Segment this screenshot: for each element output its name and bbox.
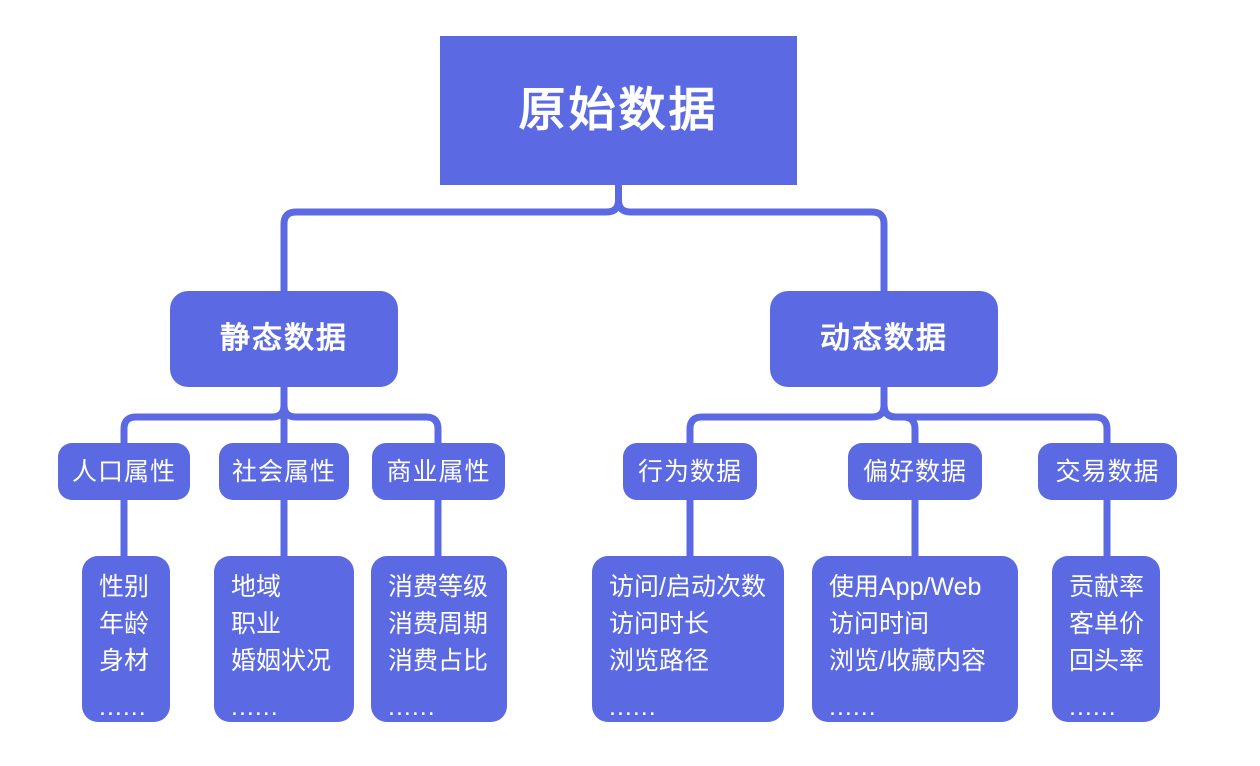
node-social-attributes: 社会属性 bbox=[219, 443, 349, 500]
leaf-item-ellipsis: ...... bbox=[388, 693, 436, 721]
leaf-item: 身材 bbox=[99, 647, 150, 675]
leaf-item: 性别 bbox=[99, 573, 150, 601]
leaf-item: 职业 bbox=[231, 610, 282, 638]
leaf-social-details: 地域 职业 婚姻状况 ...... bbox=[214, 556, 354, 722]
node-preference-data: 偏好数据 bbox=[848, 443, 982, 500]
edge-static-biz bbox=[280, 387, 442, 443]
leaf-item: 回头率 bbox=[1069, 647, 1145, 675]
leaf-item: 地域 bbox=[231, 573, 282, 601]
edge-dynamic-trade bbox=[880, 387, 1111, 443]
edge-dynamic-behavior bbox=[686, 387, 888, 443]
node-raw-data: 原始数据 bbox=[440, 36, 797, 185]
leaf-item-ellipsis: ...... bbox=[231, 693, 279, 721]
leaf-item: 消费等级 bbox=[388, 573, 489, 601]
leaf-item: 访问/启动次数 bbox=[609, 573, 766, 601]
edge-static-demo bbox=[120, 387, 288, 443]
node-dynamic-data: 动态数据 bbox=[770, 291, 998, 387]
node-behavior-data: 行为数据 bbox=[623, 443, 757, 500]
leaf-item: 浏览路径 bbox=[609, 647, 710, 675]
leaf-item-ellipsis: ...... bbox=[829, 693, 877, 721]
edge-root-dynamic bbox=[615, 185, 888, 291]
edge-dynamic-pref bbox=[880, 387, 919, 443]
leaf-item: 婚姻状况 bbox=[231, 647, 332, 675]
leaf-behavior-details: 访问/启动次数 访问时长 浏览路径 ...... bbox=[592, 556, 784, 722]
leaf-demographic-details: 性别 年龄 身材 ...... bbox=[82, 556, 170, 722]
leaf-item: 消费周期 bbox=[388, 610, 489, 638]
leaf-item-ellipsis: ...... bbox=[1069, 693, 1117, 721]
leaf-transaction-details: 贡献率 客单价 回头率 ...... bbox=[1052, 556, 1160, 722]
node-business-attributes: 商业属性 bbox=[372, 443, 505, 500]
node-static-data: 静态数据 bbox=[170, 291, 398, 387]
leaf-item: 访问时长 bbox=[609, 610, 710, 638]
leaf-item: 客单价 bbox=[1069, 610, 1145, 638]
leaf-preference-details: 使用App/Web 访问时间 浏览/收藏内容 ...... bbox=[812, 556, 1018, 722]
leaf-item-ellipsis: ...... bbox=[609, 693, 657, 721]
leaf-item: 浏览/收藏内容 bbox=[829, 647, 986, 675]
leaf-business-details: 消费等级 消费周期 消费占比 ...... bbox=[371, 556, 507, 722]
leaf-item: 消费占比 bbox=[388, 647, 489, 675]
node-demographic-attributes: 人口属性 bbox=[58, 443, 190, 500]
leaf-item-ellipsis: ...... bbox=[99, 693, 147, 721]
edge-root-static bbox=[280, 185, 622, 291]
leaf-item: 年龄 bbox=[99, 610, 150, 638]
node-transaction-data: 交易数据 bbox=[1038, 443, 1177, 500]
leaf-item: 访问时间 bbox=[829, 610, 930, 638]
leaf-item: 使用App/Web bbox=[829, 573, 982, 601]
leaf-item: 贡献率 bbox=[1069, 573, 1145, 601]
